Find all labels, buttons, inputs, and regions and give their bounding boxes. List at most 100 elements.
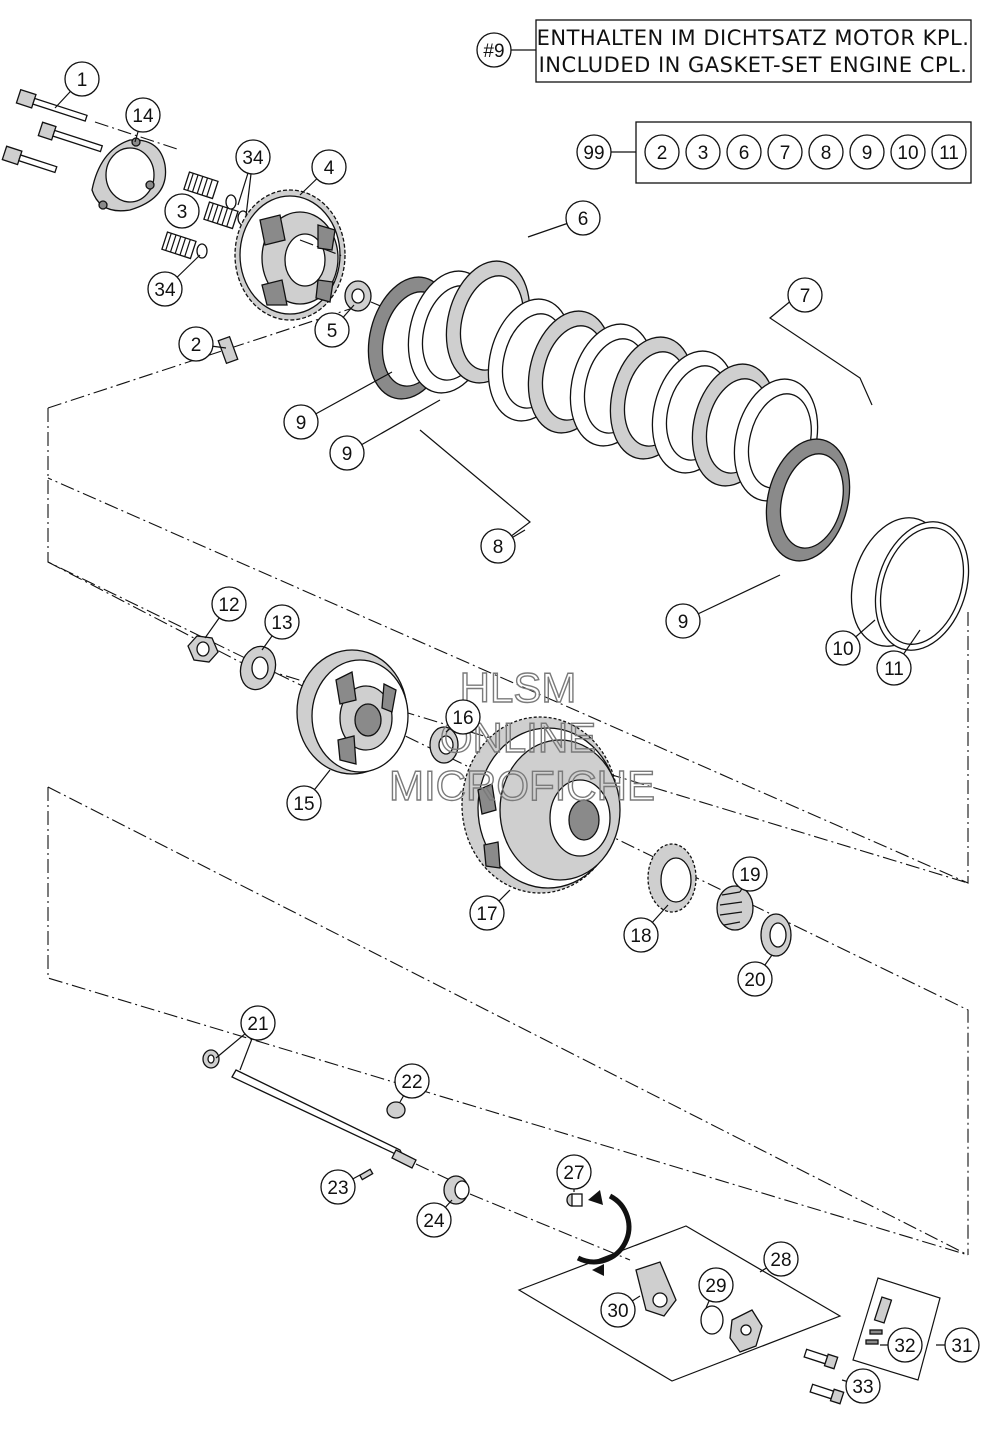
callout-circle xyxy=(320,1169,356,1205)
callout-circle xyxy=(556,1154,592,1190)
callout-circle xyxy=(787,277,823,313)
bearing-5 xyxy=(344,280,372,312)
seal-rings-10-11 xyxy=(850,517,970,651)
callout-30: 30 xyxy=(600,1292,636,1328)
callout-18: 18 xyxy=(623,917,659,953)
watermark: HLSM ONLINE MICROFICHE xyxy=(388,663,655,809)
callout-12: 12 xyxy=(211,586,247,622)
callout-21: 21 xyxy=(240,1005,276,1041)
callout-label: 6 xyxy=(578,209,589,230)
callout-circle xyxy=(665,603,701,639)
set-99-item-circle xyxy=(931,134,967,170)
callout-circle xyxy=(64,61,100,97)
set-99-item-label: 8 xyxy=(821,143,832,164)
callout-circle xyxy=(600,1292,636,1328)
callout-circle xyxy=(623,917,659,953)
callout-6: 6 xyxy=(565,200,601,236)
pin-23 xyxy=(358,1168,374,1181)
callout-label: 4 xyxy=(324,158,335,179)
callout-circle xyxy=(876,650,912,686)
callout-circle xyxy=(480,528,516,564)
callout-11: 11 xyxy=(876,650,912,686)
gasket-set-note: #9 ENTHALTEN IM DICHTSATZ MOTOR KPL. INC… xyxy=(476,19,972,83)
needle-bearing-19 xyxy=(716,885,754,931)
callout-circle xyxy=(283,404,319,440)
callout-14: 14 xyxy=(125,97,161,133)
callout-label: 17 xyxy=(476,904,497,925)
callout-label: 34 xyxy=(242,148,264,169)
callout-label: 1 xyxy=(77,70,88,91)
callout-34: 34 xyxy=(147,271,183,307)
bolts-33 xyxy=(803,1348,845,1405)
callout-circle xyxy=(286,785,322,821)
set-99-item-label: 10 xyxy=(897,143,918,164)
slave-cylinder-kit-28 xyxy=(517,1225,842,1382)
callout-circle xyxy=(698,1267,734,1303)
callout-2: 2 xyxy=(178,326,214,362)
set-99-item-label: 2 xyxy=(657,143,668,164)
callout-circle xyxy=(845,1368,881,1404)
callout-5: 5 xyxy=(314,312,350,348)
callout-label: 32 xyxy=(894,1336,915,1357)
callout-label: 20 xyxy=(744,970,765,991)
callout-label: 27 xyxy=(563,1163,584,1184)
callout-circle xyxy=(565,200,601,236)
callout-10: 10 xyxy=(825,630,861,666)
watermark-line-3: MICROFICHE xyxy=(389,762,655,809)
callout-20: 20 xyxy=(737,961,773,997)
callout-label: 15 xyxy=(293,794,314,815)
callout-label: 33 xyxy=(852,1377,873,1398)
pressure-piece-24 xyxy=(443,1175,470,1205)
callout-leader xyxy=(346,399,441,454)
rotate-arrow-icon xyxy=(576,1190,632,1276)
callout-circle xyxy=(763,1241,799,1277)
callout-label: 34 xyxy=(154,280,176,301)
callout-circle xyxy=(311,149,347,185)
callout-label: 29 xyxy=(705,1276,726,1297)
bolt-set-1 xyxy=(1,88,104,174)
callout-label: 18 xyxy=(630,926,651,947)
callout-circle xyxy=(178,326,214,362)
callout-label: 5 xyxy=(327,321,338,342)
callout-28: 28 xyxy=(763,1241,799,1277)
ball-22 xyxy=(386,1101,406,1119)
callout-label: 19 xyxy=(739,865,760,886)
gasket-note-line-de: ENTHALTEN IM DICHTSATZ MOTOR KPL. xyxy=(537,26,970,50)
callout-label: 9 xyxy=(342,444,353,465)
callout-29: 29 xyxy=(698,1267,734,1303)
callout-9: 9 xyxy=(665,603,701,639)
callout-label: 13 xyxy=(271,613,292,634)
o-ring-34-a xyxy=(225,194,237,210)
clutch-disc-bore xyxy=(779,453,844,549)
callout-3: 3 xyxy=(164,193,200,229)
callout-23: 23 xyxy=(320,1169,356,1205)
callout-label: 31 xyxy=(951,1336,972,1357)
set-99-item-circle xyxy=(685,134,721,170)
callout-22: 22 xyxy=(394,1063,430,1099)
callout-label: 21 xyxy=(247,1014,268,1035)
pin-27 xyxy=(566,1193,583,1207)
callout-circle xyxy=(264,604,300,640)
set-99-item-circle xyxy=(644,134,680,170)
callout-32: 32 xyxy=(887,1327,923,1363)
callout-17: 17 xyxy=(469,895,505,931)
callout-leader xyxy=(682,574,781,622)
callout-34: 34 xyxy=(235,139,271,175)
callout-label: 12 xyxy=(218,595,239,616)
callout-circle xyxy=(164,193,200,229)
callout-label: 8 xyxy=(493,537,504,558)
callout-circle xyxy=(944,1327,980,1363)
callout-circle xyxy=(887,1327,923,1363)
callout-label: 9 xyxy=(296,413,307,434)
gasket-note-box xyxy=(535,19,972,83)
callout-circle xyxy=(416,1202,452,1238)
washer-16 xyxy=(429,726,459,764)
callout-label: 2 xyxy=(191,335,202,356)
callout-circle xyxy=(240,1005,276,1041)
callout-circle xyxy=(329,435,365,471)
callout-label: 24 xyxy=(423,1211,445,1232)
